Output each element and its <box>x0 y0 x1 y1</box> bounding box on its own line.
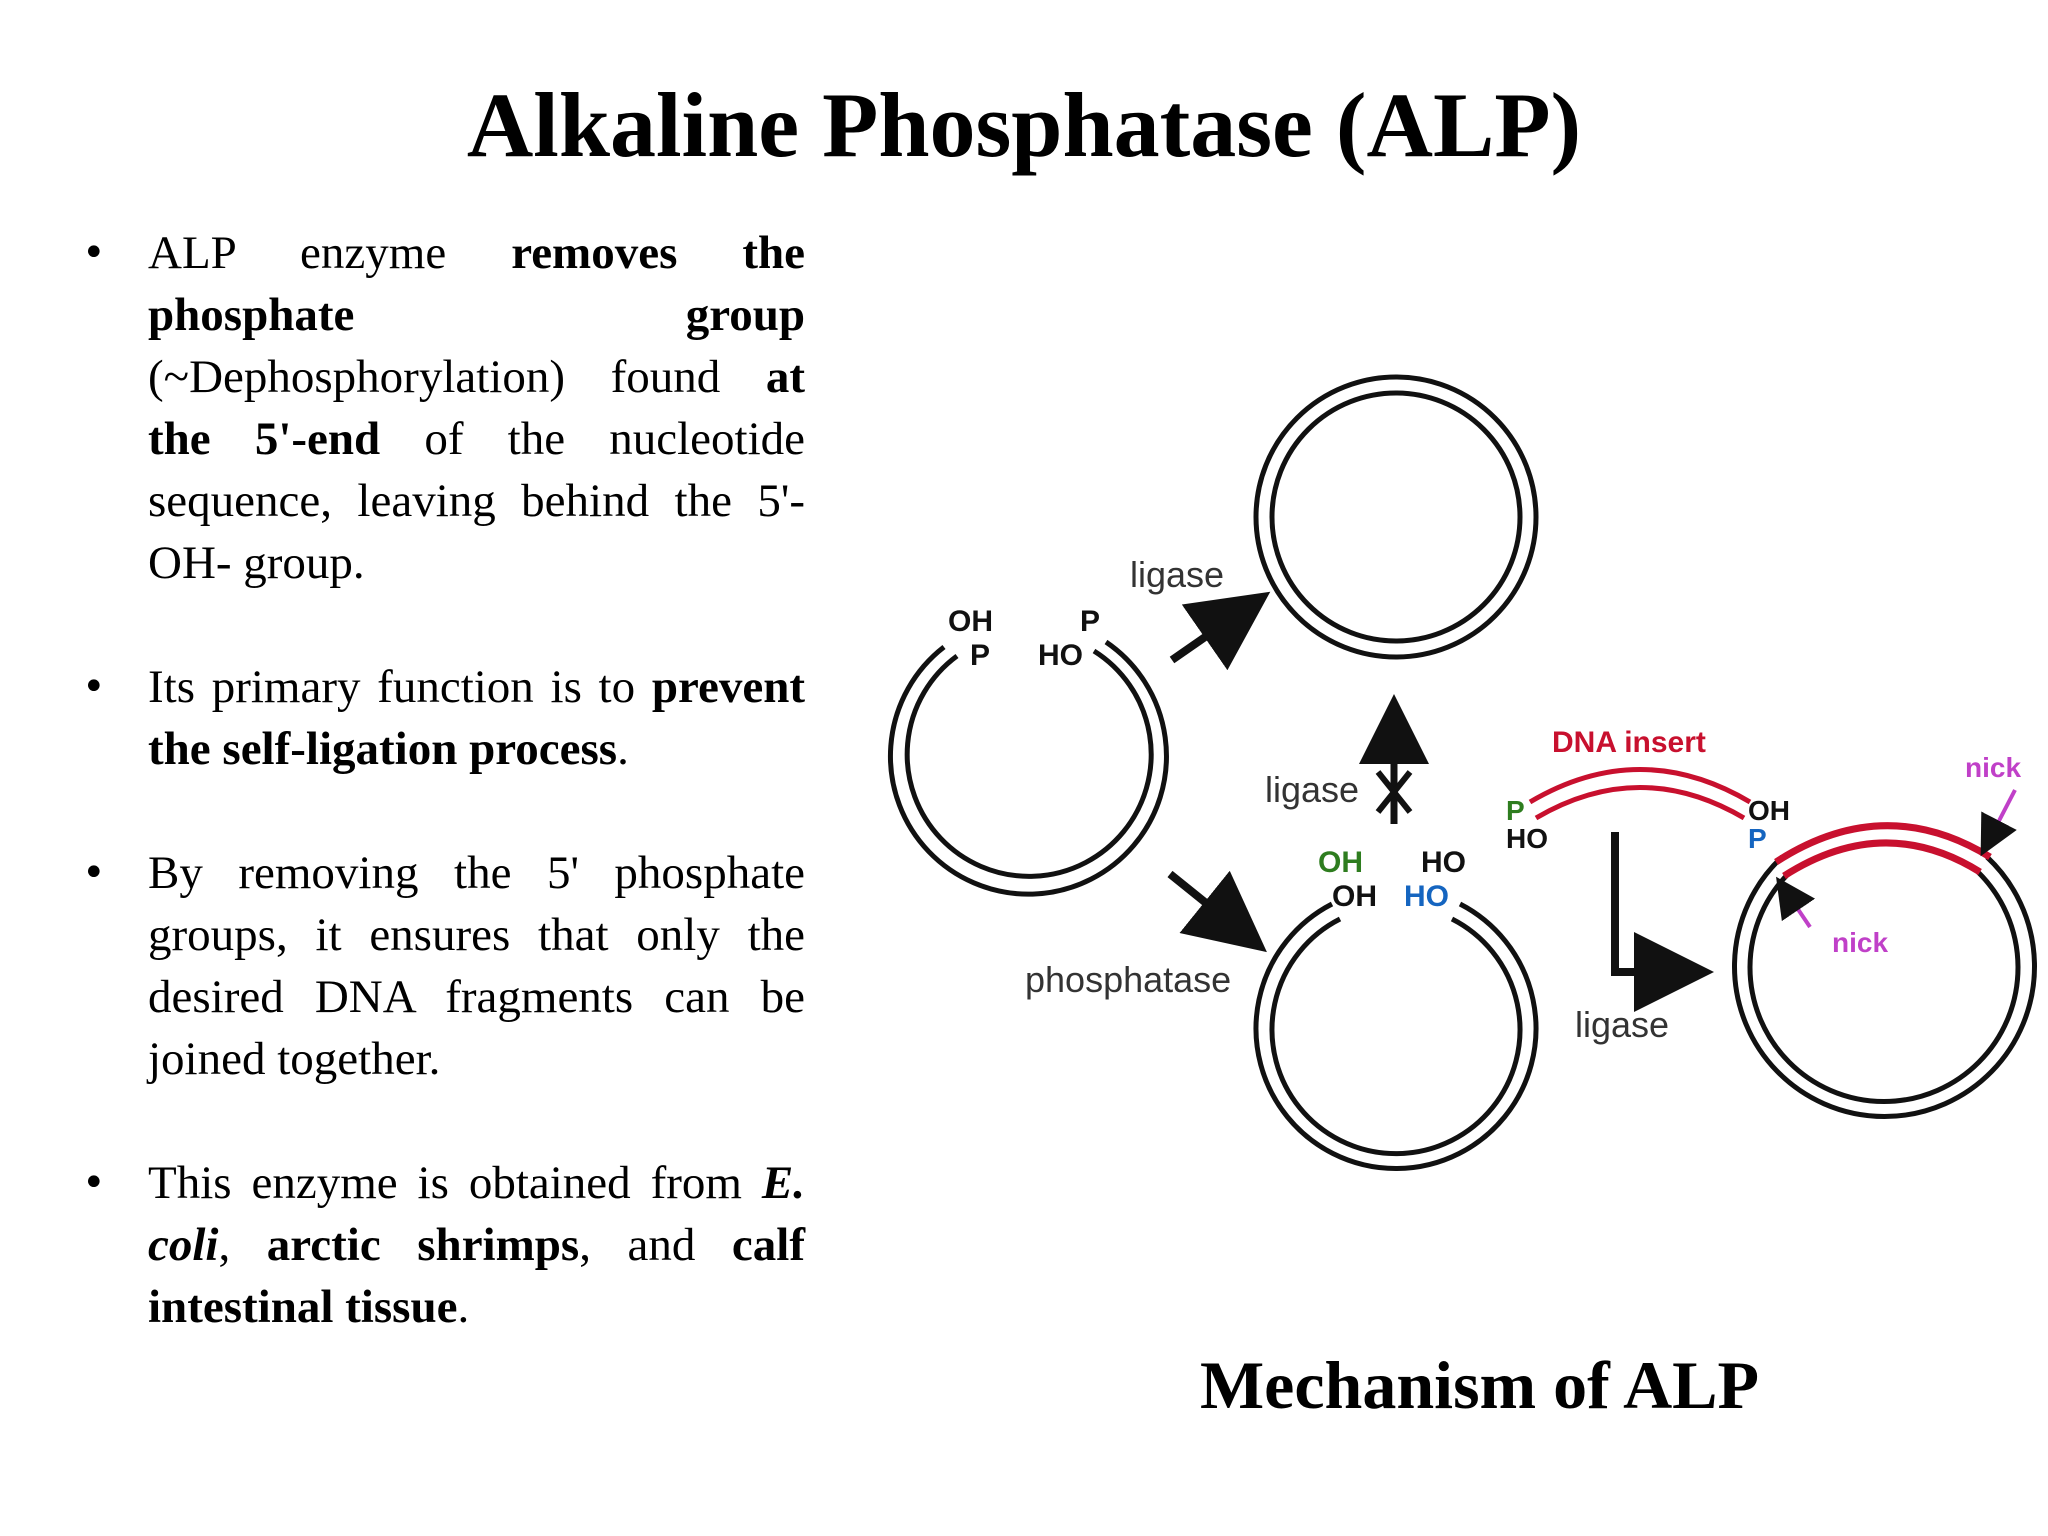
alp-mechanism-diagram: OH P P HO ligase ligase phosphatase OH O… <box>870 342 2040 1200</box>
nick-top-arrow <box>1980 789 2017 857</box>
insert-p-left-label: P <box>1506 795 1525 826</box>
bullet-item: • Its primary function is to prevent the … <box>80 656 805 780</box>
ligase-final-label: ligase <box>1575 1004 1669 1045</box>
bullet-dot-icon: • <box>82 1160 106 1206</box>
slide-title: Alkaline Phosphatase (ALP) <box>466 74 1582 176</box>
bullet-text-segment: arctic shrimps <box>266 1219 580 1271</box>
recombinant-plasmid <box>1732 822 2037 1119</box>
dna-insert-fragment <box>1528 767 1752 821</box>
insert-oh-right-label: OH <box>1748 795 1790 826</box>
closed-plasmid-top <box>1253 374 1539 660</box>
phosphatase-label: phosphatase <box>1025 959 1231 1000</box>
bullet-dot-icon: • <box>82 230 106 276</box>
insert-p-right-label: P <box>1748 823 1767 854</box>
nick-bottom-arrow <box>1776 876 1816 929</box>
mechanism-svg: OH P P HO ligase ligase phosphatase OH O… <box>887 374 2037 1172</box>
bullet-text-segment: . <box>617 723 629 775</box>
start-p-label: P <box>970 639 990 672</box>
bullet-text-segment: at the 5'-end <box>148 351 805 465</box>
bullet-text-segment: (~Dephosphorylation) found <box>148 351 766 403</box>
nick-bottom-label: nick <box>1832 927 1888 958</box>
bullet-text-segment: of the nucleotide sequence, leaving behi… <box>148 413 806 589</box>
start-oh-label: OH <box>948 605 993 638</box>
bullet-text-segment: removes the phosphate group <box>148 227 806 341</box>
bullet-text-segment: prevent the self-ligation process <box>148 661 805 775</box>
open-plasmid-start <box>887 639 1169 897</box>
bullet-text-segment: Its primary function is to <box>148 661 652 713</box>
ligase-top-label: ligase <box>1130 554 1224 595</box>
ligase-arrow <box>1169 591 1271 671</box>
final-ligase-arrow <box>1611 832 1714 1012</box>
nick-top-label: nick <box>1965 752 2021 783</box>
bullet-dot-icon: • <box>82 850 106 896</box>
phosphatase-arrow <box>1167 870 1267 953</box>
bullet-text-segment: calf intestinal tissue <box>148 1219 805 1333</box>
dephos-ho2-label: HO <box>1404 880 1449 913</box>
bullet-text-segment: This enzyme is obtained from <box>148 1157 762 1209</box>
ligase-blocked-label: ligase <box>1265 769 1359 810</box>
bullet-text-segment: , and <box>579 1219 732 1271</box>
bullet-dot-icon: • <box>82 664 106 710</box>
start-ho-label: HO <box>1038 639 1083 672</box>
start-p2-label: P <box>1080 605 1100 638</box>
bullet-text-segment: E. coli <box>148 1157 805 1271</box>
dephos-oh1-label: OH <box>1318 846 1363 879</box>
bullet-text-segment: , <box>218 1219 267 1271</box>
dephos-oh2-label: OH <box>1332 880 1377 913</box>
bullet-text-segment: ALP enzyme <box>148 227 512 279</box>
bullet-item: • This enzyme is obtained from E. coli, a… <box>80 1152 805 1338</box>
dephos-ho1-label: HO <box>1421 846 1466 879</box>
bullet-item: •ALP enzyme removes the phosphate group … <box>80 222 805 594</box>
diagram-caption: Mechanism of ALP <box>1200 1347 1760 1423</box>
blocked-cross-icon <box>1375 770 1413 814</box>
bullet-item: • By removing the 5' phosphate groups, it… <box>80 842 805 1090</box>
bullet-list: •ALP enzyme removes the phosphate group … <box>80 222 805 1338</box>
insert-ho-left-label: HO <box>1506 823 1548 854</box>
dephosphorylated-plasmid <box>1253 901 1539 1172</box>
insert-label: DNA insert <box>1552 726 1706 759</box>
bullet-text-segment: . <box>457 1281 470 1333</box>
bullet-text-segment: By removing the 5' phosphate groups, it … <box>148 847 805 1085</box>
